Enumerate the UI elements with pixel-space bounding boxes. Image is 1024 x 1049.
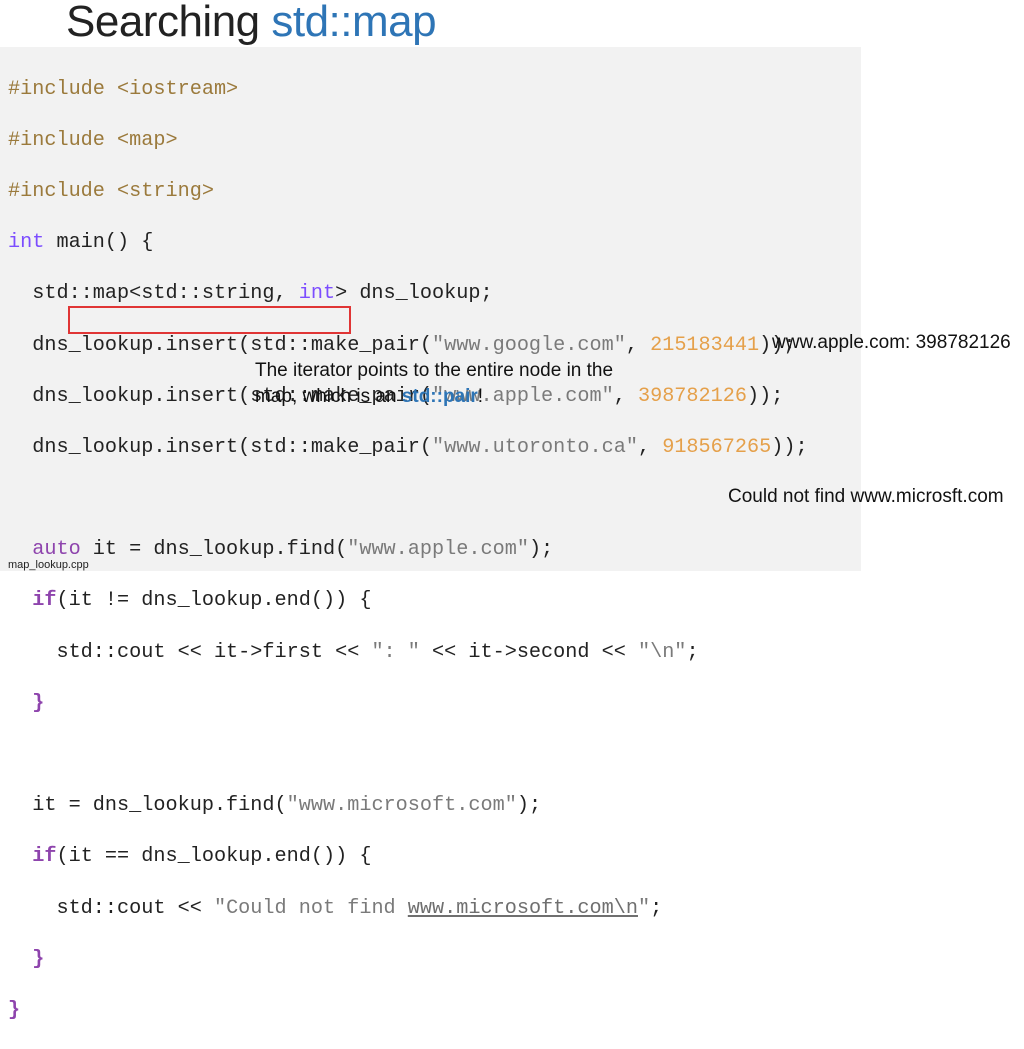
code-text: (it == dns_lookup.end()) { (56, 845, 372, 869)
code-line-16: if(it == dns_lookup.end()) { (8, 844, 808, 870)
code-line-8: dns_lookup.insert(std::make_pair("www.ut… (8, 435, 808, 461)
note-text-end: ! (477, 385, 484, 407)
title-accent: std::map (271, 0, 437, 46)
code-line-18: } (8, 947, 45, 971)
code-line-17: std::cout << "Could not find www.microso… (8, 896, 808, 922)
filename-label: map_lookup.cpp (8, 559, 89, 571)
string-literal: ": " (371, 640, 420, 664)
string-literal: "www.apple.com" (347, 538, 529, 562)
code-line-blank (8, 742, 808, 768)
code-text: )); (747, 384, 784, 408)
code-text: ; (650, 896, 663, 920)
code-text: std::cout << (8, 896, 214, 920)
number-literal: 398782126 (637, 384, 747, 408)
output-2: Could not find www.microsft.com (728, 486, 1004, 507)
code-text: , (613, 384, 638, 408)
note-text: The iterator points to the entire node i… (255, 360, 614, 407)
keyword: int (8, 231, 45, 255)
title-text: Searching (66, 0, 272, 46)
code-text: ); (516, 794, 542, 818)
code-line-7: dns_lookup.insert(std::make_pair("www.ap… (8, 384, 808, 410)
code-text: (it != dns_lookup.end()) { (56, 589, 372, 613)
code-line-15: it = dns_lookup.find("www.microsoft.com"… (8, 793, 808, 819)
output-1: www.apple.com: 398782126 (772, 332, 1011, 353)
highlight-box (68, 306, 351, 334)
code-line-2: #include <map> (8, 128, 178, 152)
code-text: )); (771, 435, 808, 459)
code-text: dns_lookup.insert(std::make_pair( (8, 435, 433, 459)
code-line-6: dns_lookup.insert(std::make_pair("www.go… (8, 333, 808, 359)
code-line-10: auto it = dns_lookup.find("www.apple.com… (8, 537, 808, 563)
code-line-13: } (8, 691, 45, 715)
url-link[interactable]: www.microsoft.com\n (407, 896, 638, 920)
code-text: std::map<std::string, (8, 282, 299, 306)
code-block: #include <iostream> #include <map> #incl… (8, 51, 808, 1049)
string-literal: "www.microsoft.com" (286, 794, 517, 818)
keyword: int (298, 282, 336, 306)
string-literal: "www.utoronto.ca" (432, 435, 638, 459)
code-panel (0, 47, 861, 571)
keyword: auto (8, 538, 81, 562)
code-text: it = dns_lookup.find( (80, 538, 348, 562)
code-text: > dns_lookup; (335, 282, 493, 306)
code-text: it = dns_lookup.find( (8, 794, 287, 818)
code-text: dns_lookup.insert(std::make_pair( (8, 333, 433, 357)
slide-title: Searching std::map (66, 0, 437, 48)
string-literal: "Could not find (213, 896, 408, 920)
code-line-5: std::map<std::string, int> dns_lookup; (8, 281, 808, 307)
code-text: std::cout << it->first << (8, 640, 372, 664)
number-literal: 215183441 (650, 333, 760, 357)
code-text: , (625, 333, 651, 357)
code-text: )); (759, 333, 796, 357)
code-line-19: } (8, 998, 21, 1022)
code-text: ); (528, 538, 554, 562)
note-highlight: std::pair (401, 385, 478, 407)
code-line-12: std::cout << it->first << ": " << it->se… (8, 640, 808, 666)
string-literal: "\n" (637, 640, 687, 664)
code-text: main() { (44, 231, 154, 255)
keyword: if (8, 845, 57, 869)
string-literal: "www.apple.com" (432, 384, 614, 408)
number-literal: 918567265 (662, 435, 772, 459)
annotation-note: The iterator points to the entire node i… (255, 358, 615, 409)
code-line-blank (8, 486, 808, 512)
string-literal: " (637, 896, 651, 920)
code-text: ; (686, 640, 699, 664)
code-line-3: #include <string> (8, 179, 214, 203)
keyword: if (8, 589, 57, 613)
code-text: , (637, 435, 663, 459)
string-literal: "www.google.com" (432, 333, 626, 357)
code-line-11: if(it != dns_lookup.end()) { (8, 588, 808, 614)
code-text: << it->second << (419, 640, 638, 664)
code-line-1: #include <iostream> (8, 77, 239, 101)
code-text: dns_lookup.insert(std::make_pair( (8, 384, 433, 408)
code-line-4: int main() { (8, 230, 808, 256)
